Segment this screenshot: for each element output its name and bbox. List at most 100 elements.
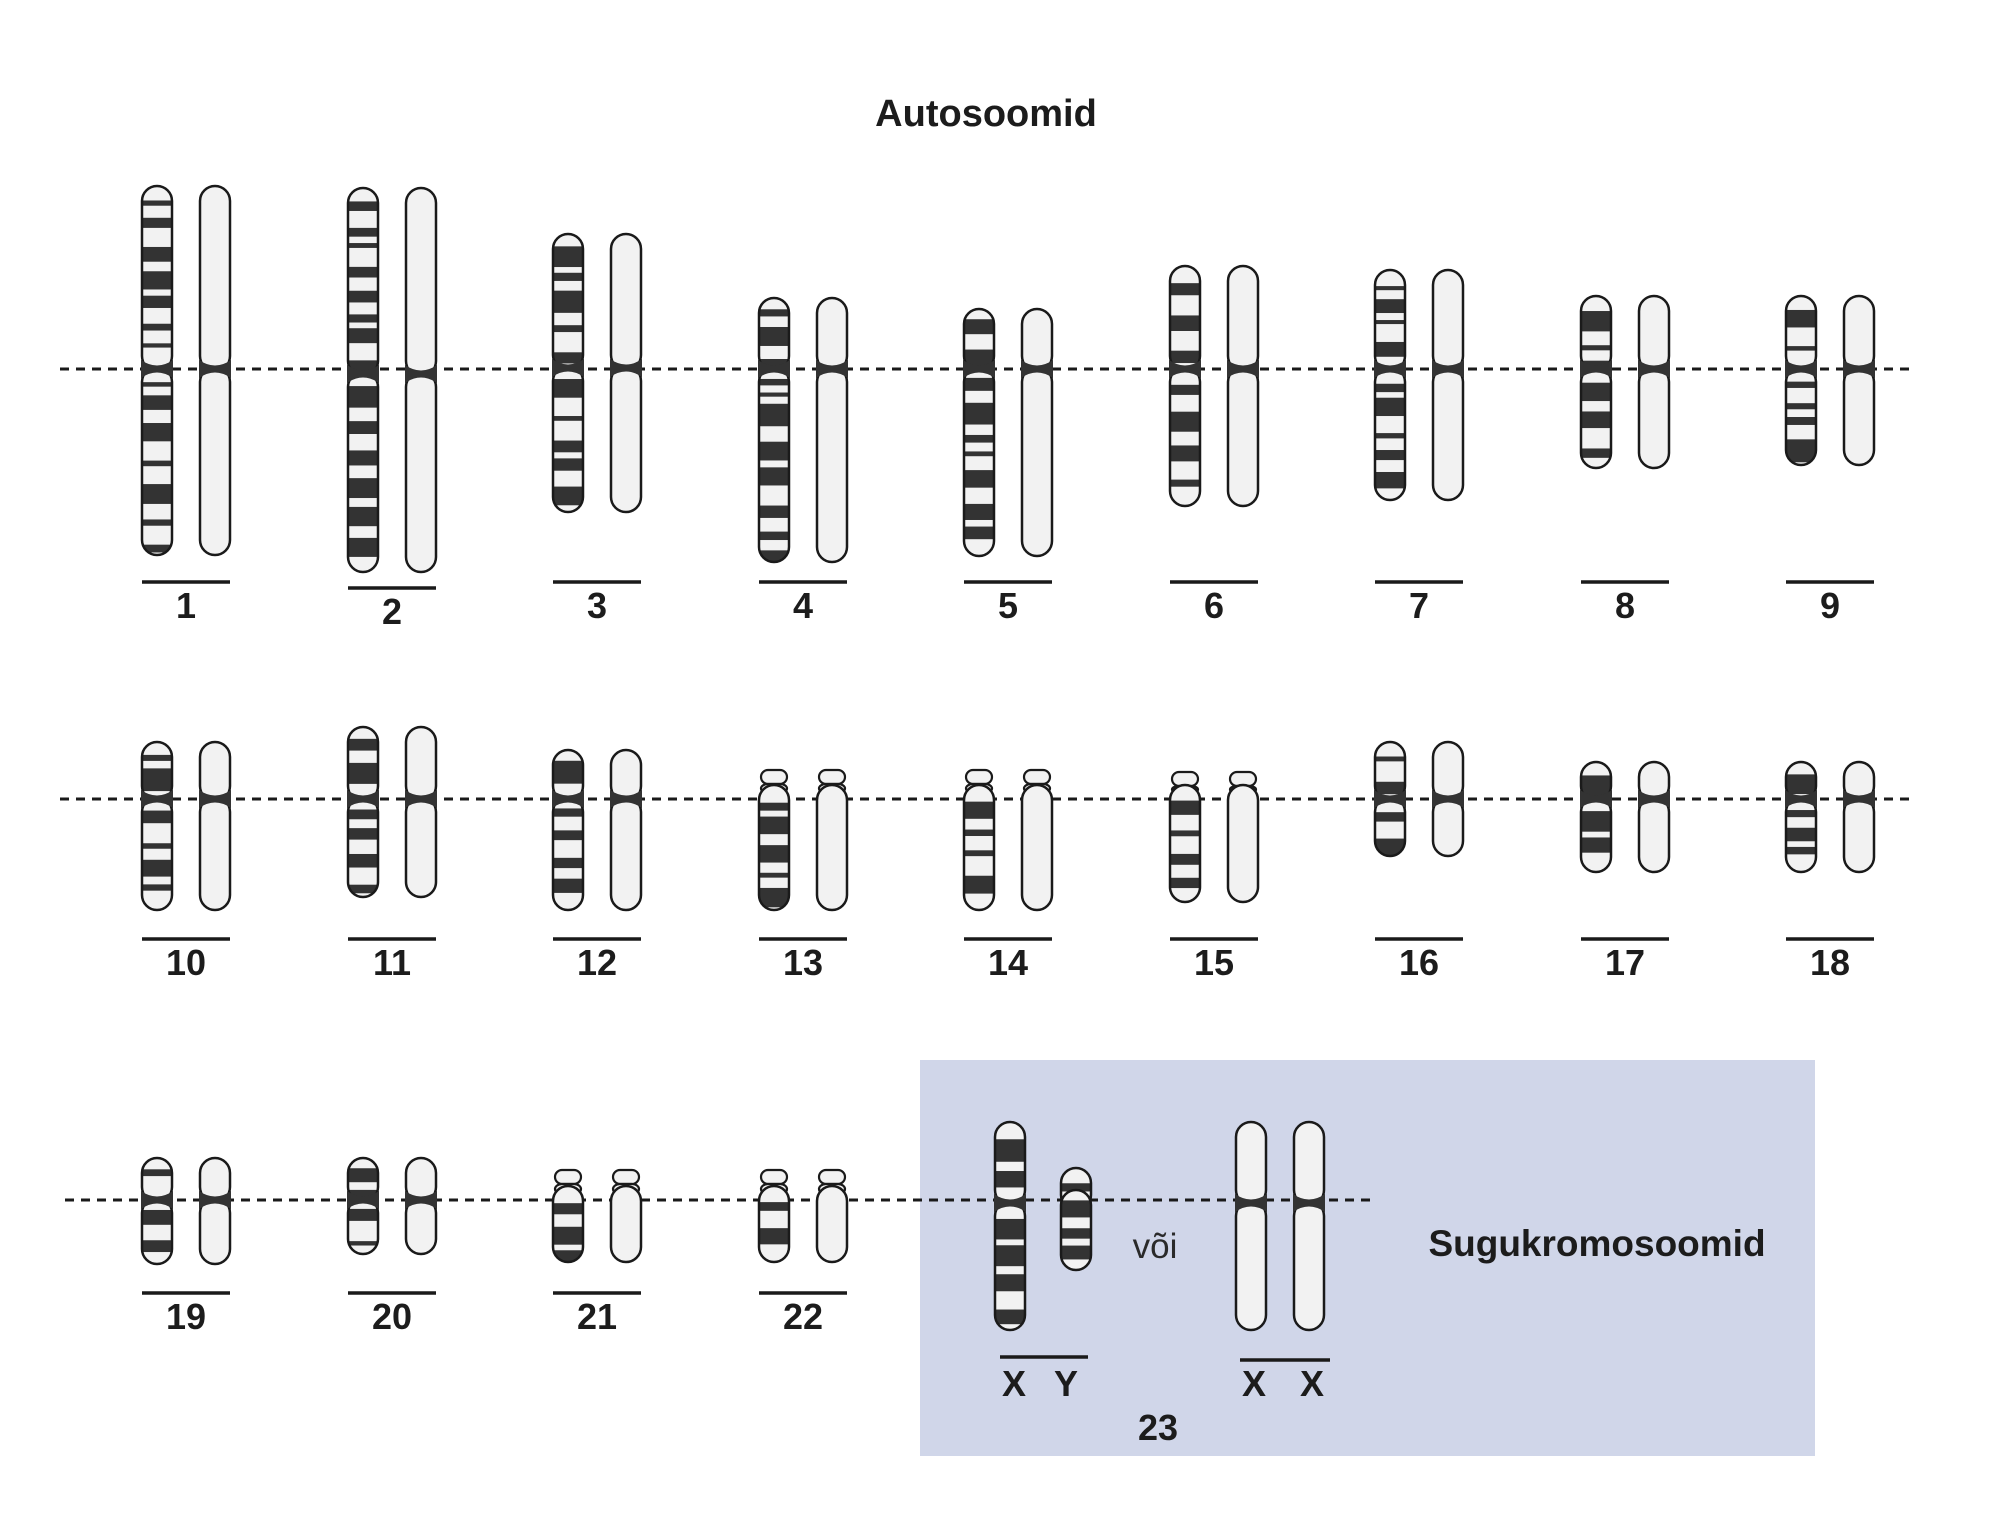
band bbox=[1786, 774, 1816, 795]
chromosome bbox=[404, 725, 438, 899]
chromosome-number: 13 bbox=[783, 942, 823, 983]
chromosome bbox=[346, 186, 380, 574]
chromosome-number: 22 bbox=[783, 1296, 823, 1337]
band bbox=[759, 378, 789, 386]
chromosome bbox=[551, 748, 585, 912]
band bbox=[553, 1203, 583, 1215]
chromosome bbox=[1842, 760, 1876, 874]
centromere bbox=[1843, 790, 1875, 808]
band bbox=[142, 200, 172, 206]
band bbox=[142, 217, 172, 228]
chromosome-arm bbox=[1022, 367, 1052, 556]
centromere bbox=[347, 790, 379, 808]
band bbox=[348, 386, 378, 408]
band bbox=[142, 271, 172, 290]
chromosome-arm bbox=[995, 1122, 1025, 1205]
band bbox=[964, 451, 994, 457]
chromosome-arm bbox=[1581, 296, 1611, 371]
band bbox=[348, 1189, 378, 1198]
band bbox=[995, 1245, 1025, 1267]
band bbox=[1581, 311, 1611, 332]
band bbox=[964, 875, 994, 894]
band bbox=[348, 537, 378, 557]
band bbox=[553, 416, 583, 421]
or-text: või bbox=[1133, 1227, 1178, 1266]
band bbox=[1581, 382, 1611, 402]
centromere bbox=[1580, 360, 1612, 378]
chromosome-arm bbox=[1844, 762, 1874, 801]
centromere bbox=[1432, 790, 1464, 808]
chromosome bbox=[962, 768, 996, 912]
band bbox=[1375, 812, 1405, 822]
chromosome-number: 18 bbox=[1810, 942, 1850, 983]
centromere bbox=[347, 365, 379, 383]
chromosome bbox=[609, 1168, 643, 1264]
chromosome bbox=[1292, 1120, 1326, 1332]
band bbox=[1375, 781, 1405, 795]
band bbox=[759, 531, 789, 541]
band bbox=[348, 1241, 378, 1246]
chromosome-number: 14 bbox=[988, 942, 1028, 983]
band bbox=[1061, 1200, 1091, 1218]
chromosome-arm bbox=[1236, 1122, 1266, 1205]
band bbox=[759, 872, 789, 878]
centromere bbox=[552, 790, 584, 808]
chromosome-arm bbox=[406, 1198, 436, 1254]
band bbox=[142, 323, 172, 331]
band bbox=[1170, 877, 1200, 889]
band bbox=[553, 486, 583, 506]
chromosome-number: 7 bbox=[1409, 585, 1429, 626]
chromosome-arm bbox=[1581, 797, 1611, 872]
band bbox=[1061, 1245, 1091, 1260]
band bbox=[1170, 411, 1200, 432]
chromosome bbox=[757, 1168, 791, 1264]
satellite bbox=[759, 768, 789, 786]
band bbox=[142, 1169, 172, 1177]
title: Autosoomid bbox=[875, 93, 1097, 135]
chromosome-arm bbox=[817, 367, 847, 562]
satellite bbox=[553, 1168, 583, 1186]
chromosome-arm bbox=[553, 366, 583, 512]
chromosome bbox=[346, 1156, 380, 1256]
band bbox=[553, 1250, 583, 1262]
chromosome bbox=[815, 768, 849, 912]
band bbox=[964, 850, 994, 857]
band bbox=[553, 272, 583, 281]
chromosome-arm bbox=[1228, 367, 1258, 506]
band bbox=[1375, 299, 1405, 314]
chromosome bbox=[1168, 264, 1202, 508]
chromosome bbox=[609, 232, 643, 514]
band bbox=[348, 201, 378, 211]
band bbox=[142, 423, 172, 442]
chromosome-arm bbox=[406, 372, 436, 572]
chromosome bbox=[1431, 740, 1465, 858]
band bbox=[553, 808, 583, 817]
band bbox=[553, 760, 583, 784]
band bbox=[1581, 811, 1611, 832]
chromosome bbox=[404, 186, 438, 574]
centromere bbox=[405, 1191, 437, 1209]
band bbox=[142, 382, 172, 387]
band bbox=[759, 403, 789, 427]
chromosome-arm bbox=[200, 1198, 230, 1264]
band bbox=[1375, 756, 1405, 762]
centromere bbox=[141, 790, 173, 808]
chromosome-number: 11 bbox=[373, 942, 411, 983]
centromere bbox=[1374, 360, 1406, 378]
chromosome-number: 6 bbox=[1204, 585, 1224, 626]
chromosome bbox=[1579, 760, 1613, 874]
band bbox=[1170, 283, 1200, 296]
chromosome bbox=[1431, 268, 1465, 502]
chromosome-arm bbox=[1786, 296, 1816, 371]
sex-chromosome-letter: X bbox=[1242, 1363, 1266, 1404]
centromere bbox=[1021, 360, 1053, 378]
chromosome-number: 20 bbox=[372, 1296, 412, 1337]
band bbox=[142, 519, 172, 526]
band bbox=[1170, 315, 1200, 331]
centromere bbox=[963, 360, 995, 378]
chromosome bbox=[757, 768, 791, 912]
band bbox=[1061, 1183, 1091, 1192]
band bbox=[348, 1168, 378, 1183]
